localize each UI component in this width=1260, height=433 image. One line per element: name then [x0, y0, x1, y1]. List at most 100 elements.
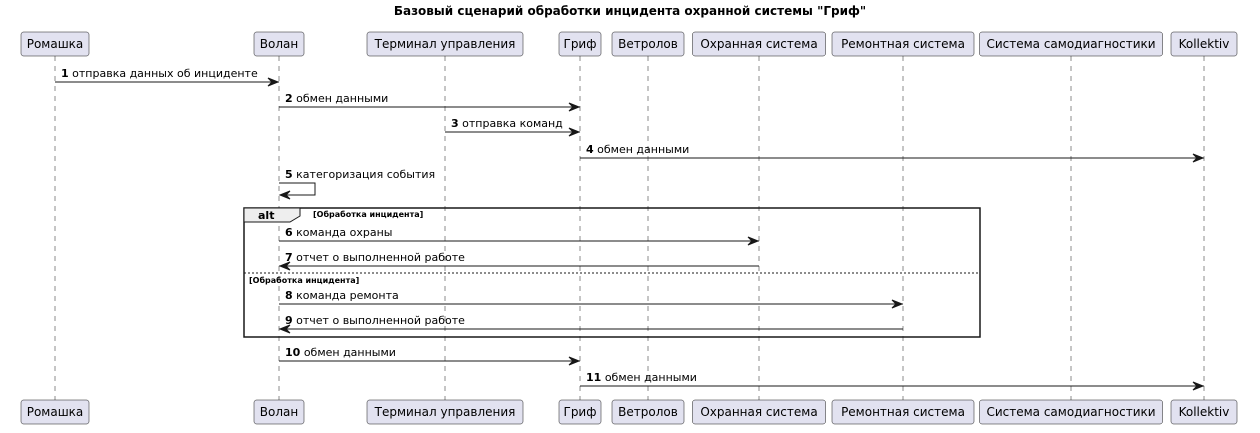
- message-text: отчет о выполненной работе: [296, 314, 465, 327]
- participant-security-top: Охранная система: [692, 31, 826, 57]
- arrowhead: [1192, 153, 1205, 163]
- participant-repair-bottom: Ремонтная система: [831, 399, 975, 425]
- arrowhead: [1192, 381, 1205, 391]
- arrowhead: [278, 261, 291, 271]
- participant-name: Гриф: [564, 405, 597, 419]
- message-label: 9 отчет о выполненной работе: [285, 314, 465, 327]
- participant-volan-top: Волан: [253, 31, 305, 57]
- participant-terminal-top: Терминал управления: [366, 31, 524, 57]
- participant-grif-top: Гриф: [558, 31, 602, 57]
- participant-name: Ромашка: [27, 37, 84, 51]
- participant-name: Ветролов: [618, 405, 678, 419]
- arrowhead: [568, 127, 581, 137]
- participant-name: Ремонтная система: [841, 37, 965, 51]
- participant-box: [558, 31, 602, 57]
- message-label: 11 обмен данными: [586, 371, 697, 384]
- message-number: 6: [285, 226, 293, 239]
- arrowhead: [278, 190, 291, 200]
- participant-box: [366, 31, 524, 57]
- participant-name: Терминал управления: [374, 37, 516, 51]
- participant-name: Kollektiv: [1179, 405, 1230, 419]
- participant-volan-bottom: Волан: [253, 399, 305, 425]
- message-text: обмен данными: [605, 371, 697, 384]
- message-text: команда ремонта: [296, 289, 399, 302]
- message-text: команда охраны: [296, 226, 392, 239]
- message-number: 10: [285, 346, 301, 359]
- message-text: отправка команд: [462, 117, 563, 130]
- arrowhead: [267, 77, 280, 87]
- participant-box: [20, 31, 90, 57]
- message-number: 8: [285, 289, 293, 302]
- participant-box: [979, 31, 1163, 57]
- participant-kollektiv-bottom: Kollektiv: [1170, 399, 1238, 425]
- messages: 1 отправка данных об инциденте 2 обмен да…: [55, 67, 1205, 391]
- participant-terminal-bottom: Терминал управления: [366, 399, 524, 425]
- participant-romashka-bottom: Ромашка: [20, 399, 90, 425]
- participant-box: [831, 31, 975, 57]
- arrowhead: [568, 102, 581, 112]
- message-6: 6 команда охраны: [279, 226, 760, 246]
- participant-security-bottom: Охранная система: [692, 399, 826, 425]
- message-label: 4 обмен данными: [586, 143, 689, 156]
- message-number: 11: [586, 371, 601, 384]
- message-9: 9 отчет о выполненной работе: [278, 314, 903, 334]
- message-number: 7: [285, 251, 293, 264]
- participant-name: Ветролов: [618, 37, 678, 51]
- participant-name: Терминал управления: [374, 405, 516, 419]
- arrowhead: [747, 236, 760, 246]
- message-label: 1 отправка данных об инциденте: [61, 67, 258, 80]
- participant-name: Система самодиагностики: [986, 405, 1155, 419]
- participant-box: [253, 399, 305, 425]
- participant-box: [692, 399, 826, 425]
- message-label: 6 команда охраны: [285, 226, 392, 239]
- participant-name: Гриф: [564, 37, 597, 51]
- message-1: 1 отправка данных об инциденте: [55, 67, 280, 87]
- participant-name: Ромашка: [27, 405, 84, 419]
- message-label: 2 обмен данными: [285, 92, 388, 105]
- participant-box: [1170, 31, 1238, 57]
- message-text: отправка данных об инциденте: [72, 67, 258, 80]
- participant-box: [979, 399, 1163, 425]
- diagram-title: Базовый сценарий обработки инцидента охр…: [394, 4, 866, 18]
- message-8: 8 команда ремонта: [279, 289, 904, 309]
- alt-keyword: alt: [258, 209, 274, 222]
- participant-box: [692, 31, 826, 57]
- message-number: 2: [285, 92, 293, 105]
- message-text: обмен данными: [597, 143, 689, 156]
- participant-box: [1170, 399, 1238, 425]
- participant-name: Ремонтная система: [841, 405, 965, 419]
- message-label: 7 отчет о выполненной работе: [285, 251, 465, 264]
- message-text: категоризация события: [296, 168, 435, 181]
- message-4: 4 обмен данными: [580, 143, 1205, 163]
- participant-box: [558, 399, 602, 425]
- alt-fragment: alt[Обработка инцидента][Обработка инцид…: [243, 207, 981, 338]
- participant-box: [611, 399, 685, 425]
- message-number: 9: [285, 314, 293, 327]
- participant-kollektiv-top: Kollektiv: [1170, 31, 1238, 57]
- participant-box: [831, 399, 975, 425]
- message-label: 3 отправка команд: [451, 117, 563, 130]
- message-text: обмен данными: [304, 346, 396, 359]
- message-line: [279, 182, 316, 196]
- participant-name: Волан: [260, 37, 298, 51]
- participant-repair-top: Ремонтная система: [831, 31, 975, 57]
- lifelines: [54, 56, 1205, 400]
- message-text: обмен данными: [296, 92, 388, 105]
- message-11: 11 обмен данными: [580, 371, 1205, 391]
- message-10: 10 обмен данными: [279, 346, 581, 366]
- message-7: 7 отчет о выполненной работе: [278, 251, 759, 271]
- participant-name: Система самодиагностики: [986, 37, 1155, 51]
- participant-box: [611, 31, 685, 57]
- message-3: 3 отправка команд: [445, 117, 581, 137]
- participant-name: Охранная система: [700, 405, 817, 419]
- message-label: 8 команда ремонта: [285, 289, 399, 302]
- participant-box: [20, 399, 90, 425]
- message-number: 4: [586, 143, 594, 156]
- arrowhead: [891, 299, 904, 309]
- participant-name: Волан: [260, 405, 298, 419]
- alt-guard-2: [Обработка инцидента]: [249, 275, 359, 285]
- message-text: отчет о выполненной работе: [296, 251, 465, 264]
- message-number: 5: [285, 168, 293, 181]
- arrowhead: [278, 324, 291, 334]
